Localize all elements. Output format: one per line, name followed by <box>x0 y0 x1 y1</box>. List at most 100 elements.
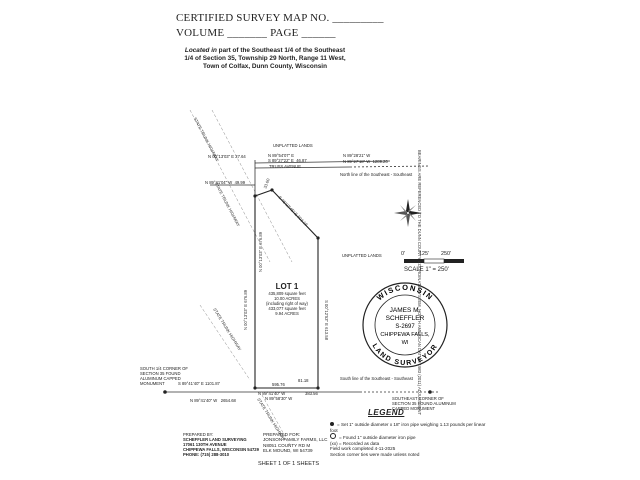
north-line-2 <box>254 166 351 169</box>
highway-corridor <box>189 109 293 446</box>
highway-line-west <box>189 109 271 263</box>
monument-se <box>316 386 320 390</box>
legend-item-recorded: (xx) = Recorded as data <box>330 440 380 446</box>
south-seg-1: 595.76 <box>272 382 285 387</box>
legal-description-line-1: Located in part of the Southeast 1/4 of … <box>160 47 370 55</box>
set-pipe-icon <box>330 422 334 426</box>
west-top-seg-label: 33.00 <box>262 177 271 189</box>
north-line-note: North line of the Southeast - Southeast <box>340 172 413 177</box>
volume-blank: _______ <box>227 27 268 39</box>
west-lot-line-label: N 00°13'03" E 676.89 <box>258 231 263 272</box>
nw-tie-label: N 00°13'03" E 27.64 <box>208 154 246 159</box>
lot-area-4: 433,077 square feet <box>268 306 306 311</box>
volume-label: VOLUME <box>176 27 225 39</box>
found-pipe-icon <box>330 433 336 440</box>
csm-number-line: CERTIFIED SURVEY MAP NO. _________ <box>176 12 384 24</box>
prepared-by-line-1: SCHEFFLER LAND SURVEYING <box>183 437 247 442</box>
prepared-by-line-2: 17061 130TH AVENUE <box>183 442 227 447</box>
located-in-text: Located in <box>184 47 217 54</box>
lot-1-outline <box>254 189 319 389</box>
volume-page-line: VOLUME _______ PAGE ______ <box>176 27 336 39</box>
legal-description-line-2: 1/4 of Section 35, Township 29 North, Ra… <box>184 55 346 62</box>
legend-items: = Set 1" outside diameter x 18" iron pip… <box>330 422 490 458</box>
lot-1-block: LOT 1 435,809 square feet 10.00 ACRES (i… <box>256 282 318 316</box>
scale-tick-1: 125' <box>419 251 430 257</box>
located-in-rest: part of the Southeast 1/4 of the Southea… <box>216 47 346 54</box>
top-bearing-2: S 89°27'22" E 46.87 <box>268 158 307 163</box>
west-outer-label: N 00°13'03" E 676.89 <box>243 289 248 330</box>
highway-line-east <box>211 109 293 263</box>
se-corner-note: SOUTHEAST CORNER OF SECTION 35 FOUND ALU… <box>392 396 456 411</box>
legal-description-line-3: Town of Colfax, Dunn County, Wisconsin <box>203 63 327 70</box>
lot-area-2: 10.00 ACRES <box>274 296 300 301</box>
monument-ne <box>316 236 320 240</box>
east-lot-line-label: S 00°12'53" E 613.58 <box>324 300 329 341</box>
legend-item-found-pipe: = Found 1" outside diameter iron pipe <box>330 433 490 441</box>
lot-1-label: LOT 1 <box>275 282 299 291</box>
top-bearing-1: N 89°54'07" E <box>268 153 295 158</box>
csm-title: CERTIFIED SURVEY MAP NO. <box>176 12 330 24</box>
prepared-by-line-3: CHIPPEWA FALLS, WISCONSIN 54729 <box>183 447 259 452</box>
csm-number-blank: _________ <box>332 12 384 24</box>
legend-item-field-work: Field work completed 4-11-2025 <box>330 446 396 452</box>
seal-outer-ring <box>362 282 448 368</box>
monument-sw <box>253 386 257 390</box>
monument-southeast-corner <box>428 390 432 394</box>
legend-title: LEGEND <box>368 408 405 417</box>
north-arrow-icon <box>394 199 422 227</box>
top-line-name: TRUSS AVENUE <box>269 164 302 169</box>
seal-line-5: WI <box>402 340 409 346</box>
scale-tick-2: 250' <box>441 251 452 257</box>
lot-area-5: 9.94 ACRES <box>275 311 299 316</box>
scale-bar-segment-2 <box>423 258 445 264</box>
south-seg-2: 81.18 <box>298 378 309 383</box>
scale-bar-segment-1 <box>404 259 424 263</box>
scale-tick-0: 0' <box>401 251 406 257</box>
south-bearing-1: N 89°41'40" W <box>258 391 286 396</box>
surveyor-seal: WISCONSIN LAND SURVEYOR JAMES M. SCHEFFL… <box>362 282 448 368</box>
monument-n <box>270 188 274 192</box>
unplatted-right-label: UNPLATTED LANDS <box>342 253 382 258</box>
seal-line-3: S-2697 <box>395 324 415 330</box>
seal-top-text: WISCONSIN <box>375 283 435 302</box>
prepared-by-line-4: PHONE: (715) 288-3010 <box>183 452 230 457</box>
seal-line-2: SCHEFFLER <box>386 315 425 322</box>
north-line-1 <box>254 160 391 164</box>
monument-south-quarter <box>163 390 167 394</box>
bearing-reference-note: BEARINGS ARE REFERENCED TO THE DUNN COUN… <box>417 150 422 416</box>
highway-line-south-east <box>261 394 291 446</box>
sw-corner-note: SOUTH 1/4 CORNER OF SECTION 35 FOUND ALU… <box>140 366 188 386</box>
prepared-for-block: PREPARED FOR: JONSON FAMILY FARMS, LLC N… <box>263 432 327 454</box>
south-line-note: South line of the Southeast - Southeast <box>340 376 413 381</box>
prepared-for-line-3: ELK MOUND, WI 54739 <box>263 448 313 454</box>
prepared-for-line-2: N8051 COUNTY RD M <box>263 442 311 448</box>
prepared-by-label: PREPARED BY: <box>183 432 214 437</box>
monument-nw <box>253 194 257 198</box>
highway-line-south-west <box>199 304 251 381</box>
monuments <box>163 188 432 394</box>
west-tie-label: N 89°41'04" W 49.99 <box>205 180 246 185</box>
diagonal-line-label: S 45°07'45" E 503.19 <box>277 195 309 228</box>
road-label-3: STATE TRUNK HIGHWAY <box>212 307 242 351</box>
lot-area-3: (including right of way) <box>266 301 308 306</box>
seal-inner-ring <box>374 294 436 356</box>
north-bearing-2: N 89°27'18" W 1289.26 <box>343 159 388 164</box>
south-dist: 383.56 <box>305 391 318 396</box>
seal-line-4: CHIPPEWA FALLS, <box>380 332 430 338</box>
sheet-number: SHEET 1 OF 1 SHEETS <box>258 461 320 467</box>
north-line-extension <box>349 165 431 168</box>
south-left-tie-label: S 89°41'40" E 1101.87 <box>178 381 220 386</box>
legal-description: Located in part of the Southeast 1/4 of … <box>160 47 370 71</box>
legend-item-section-ties: Section corner ties were made unless not… <box>330 451 420 457</box>
south-tie-label: N 89°41'40" W 2654.68 <box>190 398 236 403</box>
page-blank: ______ <box>301 27 336 39</box>
page-label: PAGE <box>270 27 299 39</box>
lot-area-1: 435,809 square feet <box>268 291 306 296</box>
prepared-for-line-1: JONSON FAMILY FARMS, LLC <box>263 437 328 443</box>
seal-line-1: JAMES M. <box>390 307 421 314</box>
legend-item-set-pipe: = Set 1" outside diameter x 18" iron pip… <box>330 422 486 433</box>
unplatted-top-label: UNPLATTED LANDS <box>273 143 313 148</box>
scale-bar <box>404 258 464 264</box>
prepared-by-block: PREPARED BY: SCHEFFLER LAND SURVEYING 17… <box>183 432 259 457</box>
